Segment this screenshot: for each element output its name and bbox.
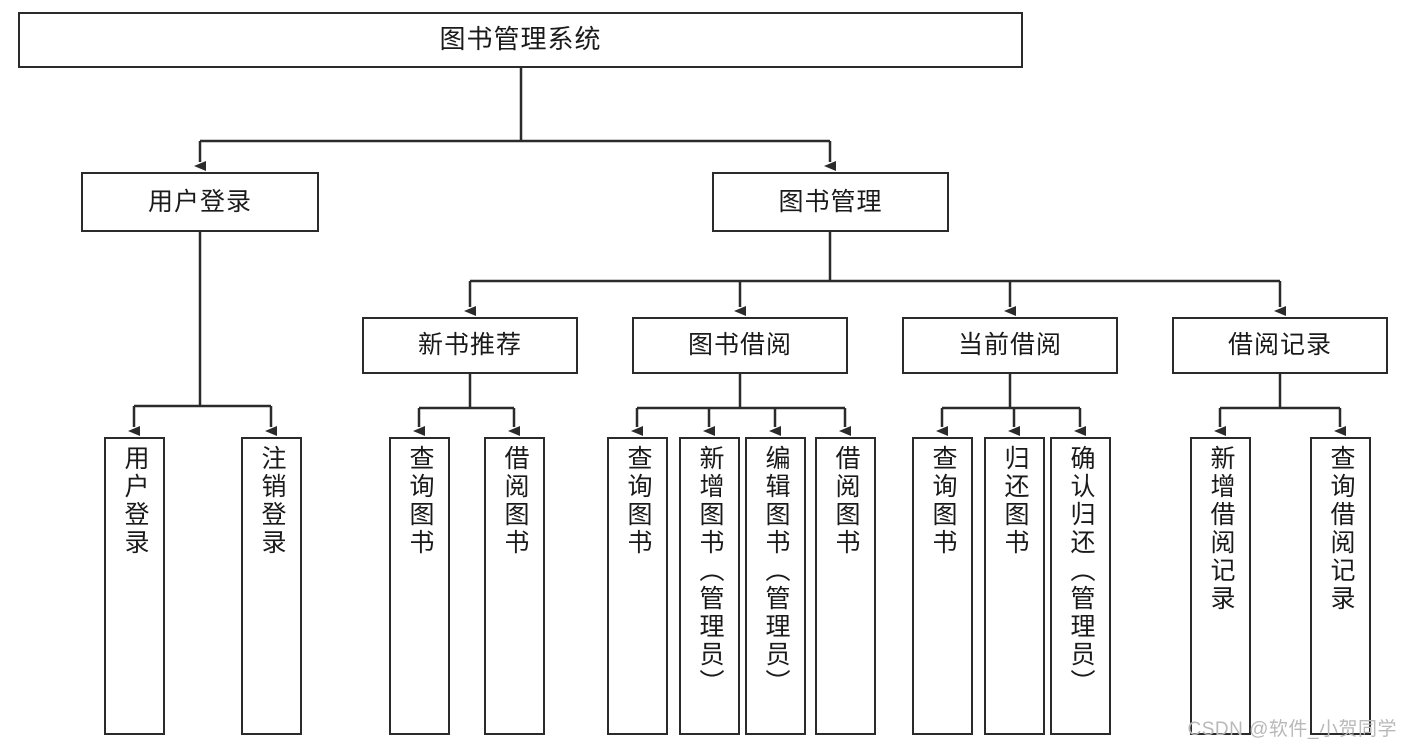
node-borrowing-records[interactable]: 借阅记录 (1172, 317, 1388, 374)
leaf-query-books-current[interactable]: 查询图书 (912, 437, 973, 735)
node-book-borrowing[interactable]: 图书借阅 (632, 317, 848, 374)
node-label: 借阅图书 (501, 445, 529, 557)
node-new-book-recommendation[interactable]: 新书推荐 (362, 317, 578, 374)
node-label: 用户登录 (147, 187, 252, 216)
leaf-edit-book-admin[interactable]: 编辑图书（管理员） (745, 437, 806, 735)
node-current-borrowing[interactable]: 当前借阅 (902, 317, 1118, 374)
leaf-add-book-admin[interactable]: 新增图书（管理员） (679, 437, 740, 735)
leaf-logout[interactable]: 注销登录 (241, 437, 302, 735)
node-label: 用户登录 (121, 445, 149, 557)
node-label: 查询图书 (929, 445, 957, 557)
leaf-add-borrowing-record[interactable]: 新增借阅记录 (1190, 437, 1251, 735)
node-label: 查询借阅记录 (1327, 445, 1355, 613)
node-label: 查询图书 (406, 445, 434, 557)
node-label: 借阅记录 (1227, 331, 1332, 360)
leaf-borrow-books-borrowing[interactable]: 借阅图书 (815, 437, 876, 735)
leaf-query-books-recommendation[interactable]: 查询图书 (389, 437, 450, 735)
node-label: 查询图书 (624, 445, 652, 557)
node-root-system[interactable]: 图书管理系统 (18, 12, 1023, 68)
node-label: 新增图书（管理员） (696, 445, 724, 697)
leaf-confirm-return-admin[interactable]: 确认归还（管理员） (1050, 437, 1111, 735)
watermark: CSDN @软件_小贺同学 (1187, 719, 1397, 740)
node-label: 新增借阅记录 (1207, 445, 1235, 613)
leaf-return-books[interactable]: 归还图书 (984, 437, 1045, 735)
node-label: 借阅图书 (832, 445, 860, 557)
leaf-user-login[interactable]: 用户登录 (104, 437, 165, 735)
node-user-login[interactable]: 用户登录 (81, 172, 319, 232)
node-label: 归还图书 (1001, 445, 1029, 557)
leaf-borrow-books-recommendation[interactable]: 借阅图书 (484, 437, 545, 735)
leaf-query-borrowing-record[interactable]: 查询借阅记录 (1310, 437, 1371, 735)
node-label: 图书管理系统 (439, 24, 602, 55)
node-label: 注销登录 (258, 445, 286, 557)
leaf-query-books-borrowing[interactable]: 查询图书 (607, 437, 668, 735)
node-label: 编辑图书（管理员） (762, 445, 790, 697)
node-label: 图书管理 (778, 187, 883, 216)
node-book-management[interactable]: 图书管理 (712, 172, 949, 232)
node-label: 图书借阅 (687, 331, 792, 360)
node-label: 新书推荐 (417, 331, 522, 360)
node-label: 确认归还（管理员） (1067, 445, 1095, 697)
node-label: 当前借阅 (957, 331, 1062, 360)
